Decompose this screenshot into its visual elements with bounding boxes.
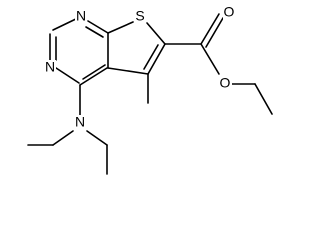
- bond-n3-c4: [52, 65, 80, 84]
- bond-c6-c5-single: [147, 43, 166, 75]
- thiophene-ring: [107, 21, 166, 75]
- atom-labels: N N S O O N: [44, 4, 236, 131]
- bond-carbonyl-double-a: [200, 13, 220, 45]
- atom-n1: N: [76, 8, 86, 24]
- bond-c4-c4a-single: [79, 67, 108, 86]
- atom-carbonyl-oxygen: O: [224, 4, 235, 20]
- bond-c7a-n1-single: [87, 20, 109, 34]
- atom-s7: S: [135, 8, 144, 24]
- chemical-structure-diagram: N N S O O N: [27, 4, 273, 175]
- substituents: [27, 13, 273, 175]
- bond-c7a-n1-double: [85, 26, 104, 38]
- bond-c7a-s7: [107, 21, 134, 34]
- atom-ester-oxygen: O: [220, 75, 231, 91]
- bond-carbonyl-carbon-ester-oxygen: [200, 43, 220, 75]
- atom-n3: N: [45, 59, 55, 75]
- bond-carbonyl-double-b: [205, 17, 224, 48]
- bond-amine-right-ethyl-ch2: [86, 130, 108, 146]
- bond-ethyl-terminal: [254, 83, 273, 115]
- bond-c4-c4a-double: [82, 64, 106, 80]
- bond-amine-left-ethyl-ch2: [52, 130, 74, 146]
- bond-s7-c6: [146, 22, 166, 45]
- atom-amine-nitrogen: N: [75, 114, 85, 130]
- pyrimidine-ring: [49, 16, 109, 86]
- bond-c6-c5-double: [143, 44, 159, 70]
- bond-c5-c4a: [107, 67, 149, 75]
